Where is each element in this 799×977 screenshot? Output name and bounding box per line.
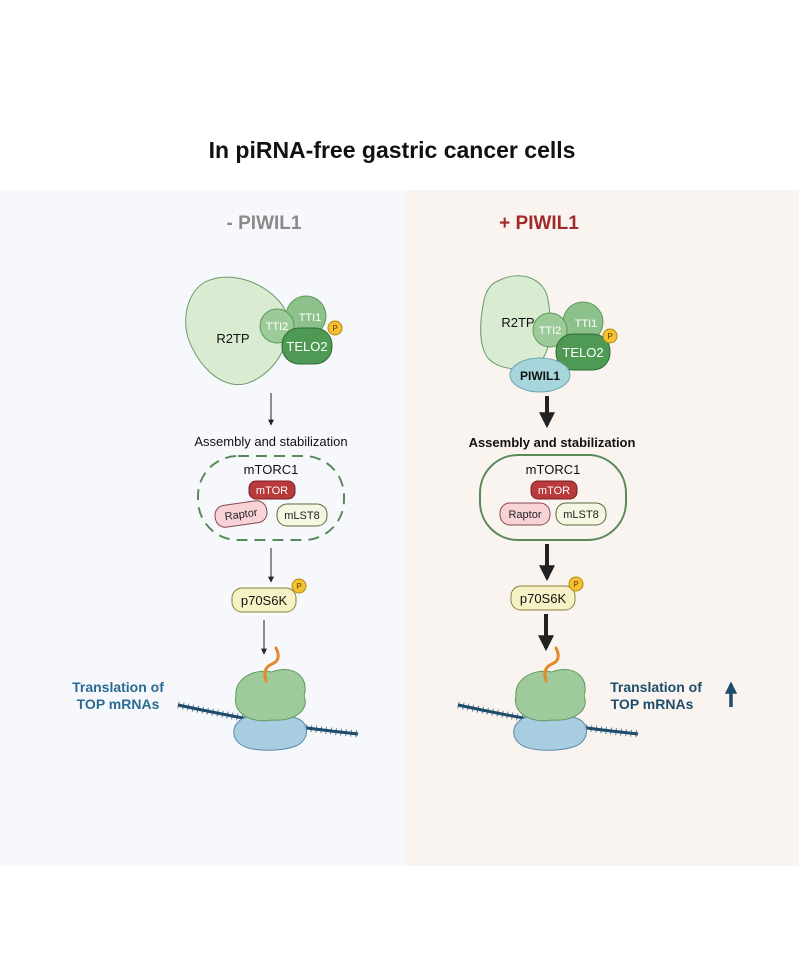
right-ribosome-illustration <box>457 646 639 751</box>
left-raptor-box <box>214 500 268 528</box>
left-tti2-label: TTI2 <box>266 321 289 333</box>
right-panel-bg <box>405 190 799 866</box>
left-ribosome-illustration <box>177 646 359 751</box>
right-mtorc1-boundary <box>479 454 627 541</box>
left-p70s6k-label: p70S6K <box>241 593 288 608</box>
right-p70s6k-label: p70S6K <box>520 591 567 606</box>
figure-title: In piRNA-free gastric cancer cells <box>209 137 576 163</box>
right-translation-label-line1: Translation of <box>610 679 702 695</box>
left-ribosome-large-subunit <box>234 668 306 722</box>
left-mtor-box <box>248 480 296 500</box>
left-mtor-label: mTOR <box>256 485 288 497</box>
right-tti2-label: TTI2 <box>539 325 562 337</box>
right-assembly-label: Assembly and stabilization <box>469 435 636 450</box>
right-raptor-label: Raptor <box>508 509 541 521</box>
left-mtorc1-boundary <box>197 455 345 541</box>
left-r2tp-shape <box>185 276 289 386</box>
left-mtorc1-label: mTORC1 <box>244 462 299 477</box>
left-tti1-label: TTI1 <box>299 312 322 324</box>
left-mlst8-box <box>276 503 328 527</box>
right-piwil1-label: PIWIL1 <box>520 369 560 383</box>
right-translation-label-line2: TOP mRNAs <box>611 696 694 712</box>
right-telo2-phospho-label: P <box>607 332 612 341</box>
right-ribosome-large-subunit <box>514 668 586 722</box>
right-mtorc1-complex: mTORC1 mTOR Raptor mLST8 <box>479 454 627 541</box>
left-raptor-label: Raptor <box>224 507 259 524</box>
left-translation-label-line1: Translation of <box>72 679 164 695</box>
right-r2tp-label: R2TP <box>501 315 534 330</box>
left-nascent-peptide <box>263 646 280 683</box>
right-mtor-box <box>530 480 578 500</box>
right-panel-header: + PIWIL1 <box>499 213 579 234</box>
right-r2tp-complex: R2TP TTI1 TTI2 TELO2 P PIWIL1 <box>480 275 618 393</box>
right-telo2-label: TELO2 <box>562 345 603 360</box>
right-telo2-box <box>555 333 611 371</box>
left-translation-label-line2: TOP mRNAs <box>77 696 160 712</box>
right-piwil1-blob <box>509 357 571 393</box>
left-telo2-phospho-label: P <box>332 324 337 333</box>
left-r2tp-complex: R2TP TTI1 TTI2 TELO2 P <box>185 276 343 386</box>
right-mtorc1-label: mTORC1 <box>526 462 581 477</box>
left-p70s6k-phospho-label: P <box>296 582 301 591</box>
right-mtor-label: mTOR <box>538 485 570 497</box>
left-telo2-phospho-icon <box>327 320 343 336</box>
left-mlst8-label: mLST8 <box>284 510 319 522</box>
left-telo2-label: TELO2 <box>286 339 327 354</box>
right-p70s6k-phospho-icon <box>568 576 584 592</box>
left-panel-header: - PIWIL1 <box>227 213 302 234</box>
left-r2tp-label: R2TP <box>216 331 249 346</box>
right-p70s6k-phospho-label: P <box>573 580 578 589</box>
left-telo2-box <box>281 327 333 365</box>
right-tti2-circle <box>532 312 568 348</box>
right-raptor-box <box>499 502 551 526</box>
right-nascent-peptide <box>543 646 560 683</box>
left-assembly-label: Assembly and stabilization <box>194 434 347 449</box>
left-p70s6k-phospho-icon <box>291 578 307 594</box>
right-telo2-phospho-icon <box>602 328 618 344</box>
right-tti1-label: TTI1 <box>575 318 598 330</box>
left-mtorc1-complex: mTORC1 mTOR Raptor mLST8 <box>197 455 345 541</box>
left-p70s6k-box <box>231 587 297 613</box>
right-mlst8-label: mLST8 <box>563 509 598 521</box>
right-mlst8-box <box>555 502 607 526</box>
right-p70s6k-box <box>510 585 576 611</box>
